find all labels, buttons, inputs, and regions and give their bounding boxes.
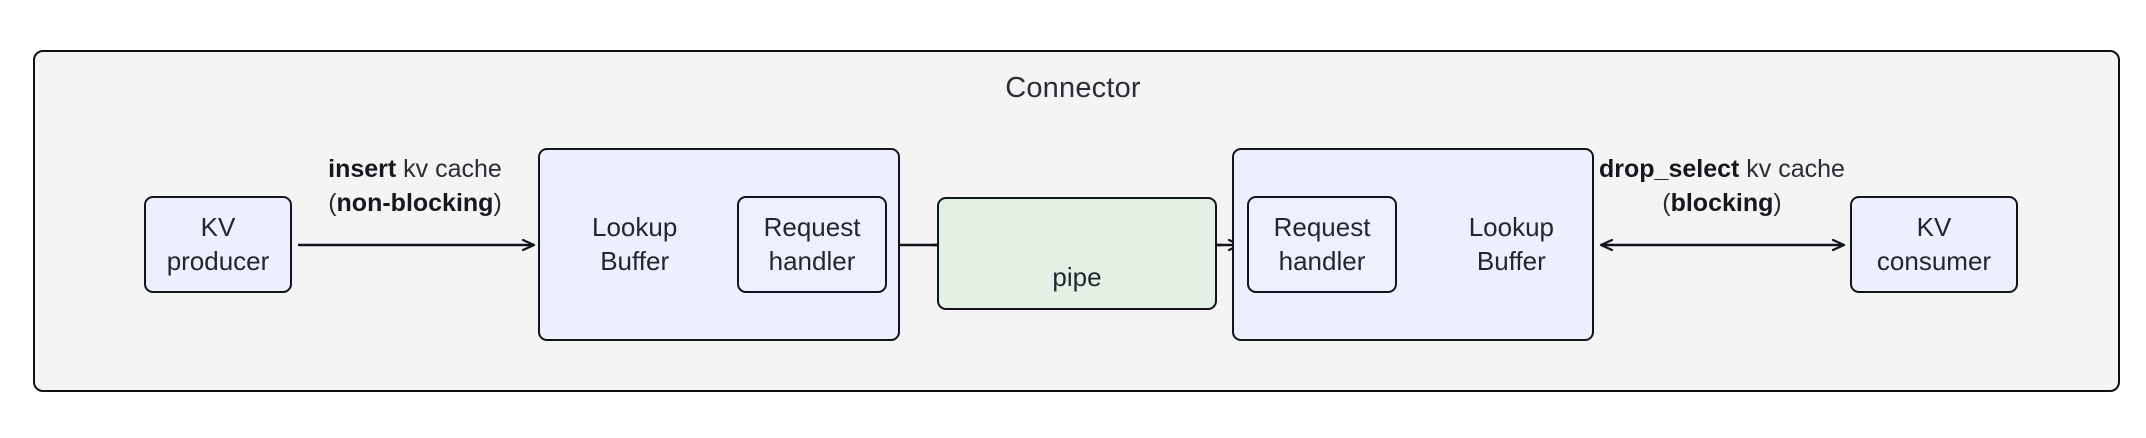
kv-consumer-line2: consumer: [1876, 245, 1992, 276]
lookup-buffer-left-line1: Lookup: [592, 212, 678, 243]
kv-consumer-line1: KV: [1916, 212, 1952, 243]
edge-label-drop-select-line1: drop_select kv cache: [1594, 152, 1850, 186]
edge-label-insert-line1: insert kv cache: [292, 152, 538, 186]
node-request-handler-right[interactable]: Request handler: [1247, 196, 1397, 293]
node-lookup-buffer-right[interactable]: Lookup Buffer: [1232, 148, 1594, 341]
request-handler-right-line1: Request: [1273, 212, 1371, 243]
edge-label-insert-line2: (non-blocking): [292, 186, 538, 220]
edge-label-drop-select-mode: blocking: [1670, 189, 1774, 217]
paren-open-2: (: [1662, 189, 1671, 217]
kv-producer-line2: producer: [166, 245, 270, 276]
request-handler-left-line1: Request: [763, 212, 861, 243]
request-handler-right-line2: handler: [1278, 245, 1366, 276]
lookup-buffer-right-line1: Lookup: [1468, 212, 1554, 243]
node-kv-producer[interactable]: KV producer: [144, 196, 292, 293]
node-pipe[interactable]: pipe: [937, 197, 1217, 310]
paren-close-2: ): [1773, 189, 1782, 217]
edge-label-drop-select-line2: (blocking): [1594, 186, 1850, 220]
node-kv-consumer[interactable]: KV consumer: [1850, 196, 2018, 293]
edge-label-insert: insert kv cache (non-blocking): [292, 152, 538, 220]
lookup-buffer-right-line2: Buffer: [1476, 245, 1546, 276]
edge-label-drop-select-rest: kv cache: [1739, 155, 1845, 183]
connector-title: Connector: [1005, 72, 1141, 104]
edge-label-drop-select: drop_select kv cache (blocking): [1594, 152, 1850, 220]
node-request-handler-left[interactable]: Request handler: [737, 196, 887, 293]
paren-close: ): [493, 189, 502, 217]
paren-open: (: [328, 189, 337, 217]
edge-label-drop-select-bold: drop_select: [1599, 155, 1740, 183]
pipe-label: pipe: [1052, 261, 1102, 292]
edge-label-insert-rest: kv cache: [396, 155, 502, 183]
lookup-buffer-left-line2: Buffer: [600, 245, 670, 276]
edge-label-insert-mode: non-blocking: [336, 189, 494, 217]
edge-label-insert-bold: insert: [328, 155, 397, 183]
kv-producer-line1: KV: [200, 212, 236, 243]
request-handler-left-line2: handler: [768, 245, 856, 276]
